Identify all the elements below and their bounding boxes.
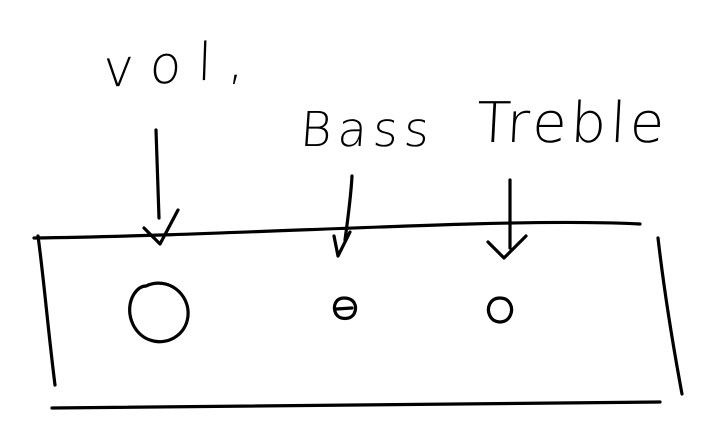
bass-arrowhead [332,230,352,258]
treble-label: Treble [474,91,671,156]
bass-arrow [343,174,354,242]
bass-knob [332,296,358,321]
treble-knob [486,296,514,324]
volume-label: vol, [102,28,262,101]
volume-knob [128,281,190,344]
treble-arrowhead [486,234,528,260]
bass-label: Bass [298,102,438,158]
volume-arrowhead [142,208,180,246]
panel-left-edge [36,234,57,387]
volume-arrow [154,128,161,220]
panel-top-edge [32,220,642,240]
panel-right-edge [656,236,684,396]
panel-bottom-edge [50,400,662,410]
